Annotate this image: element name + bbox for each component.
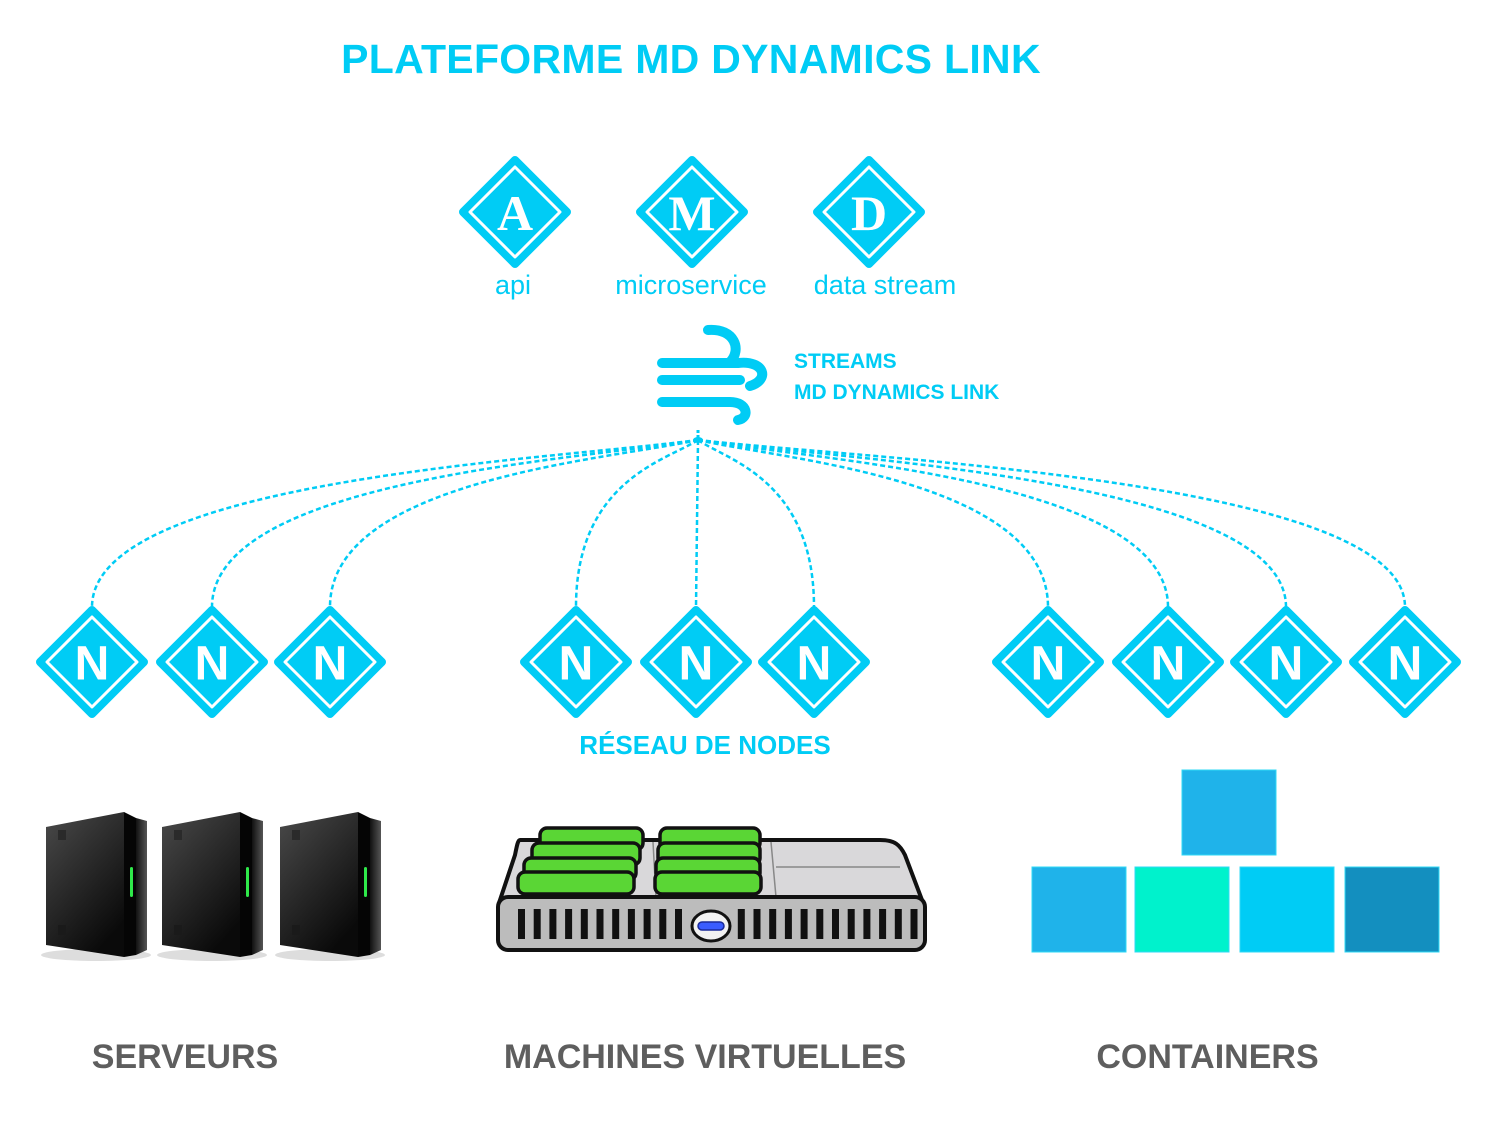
label-machines-virtuelles: MACHINES VIRTUELLES	[503, 1038, 907, 1076]
container-block	[1344, 866, 1440, 953]
container-block	[1031, 866, 1127, 953]
diamond-letter: N	[1388, 637, 1423, 690]
server-tower-icon	[275, 812, 385, 961]
wind-stream-icon	[657, 324, 768, 425]
diamond-d-icon: D	[813, 156, 925, 268]
diamond-m-icon: M	[636, 156, 748, 268]
node-icon-containers: N	[1112, 606, 1224, 718]
node-icon-containers: N	[992, 606, 1104, 718]
container-blocks-icon	[1031, 769, 1440, 953]
node-icon-serveurs: N	[274, 606, 386, 718]
connector-line	[697, 438, 1288, 608]
rack-server-icon	[496, 826, 927, 952]
diamond-letter: A	[497, 185, 533, 241]
connector-line	[328, 438, 699, 608]
diamond-letter: N	[679, 637, 714, 690]
diamond-letter: N	[313, 637, 348, 690]
container-block	[1239, 866, 1335, 953]
node-icon-machines-virtuelles: N	[640, 606, 752, 718]
node-icon-serveurs: N	[156, 606, 268, 718]
vm-disk	[653, 870, 763, 896]
service-label-microservice: microservice	[615, 270, 767, 300]
connector-line	[697, 438, 816, 608]
connector-line	[90, 438, 699, 608]
diamond-letter: M	[668, 185, 715, 241]
diamond-letter: N	[1151, 637, 1186, 690]
diamond-letter: N	[1031, 637, 1066, 690]
node-icon-machines-virtuelles: N	[520, 606, 632, 718]
network-label: RÉSEAU DE NODES	[579, 730, 831, 760]
diamond-a-icon: A	[459, 156, 571, 268]
service-label-data-stream: data stream	[813, 270, 957, 300]
container-block	[1181, 769, 1277, 856]
diamond-letter: N	[559, 637, 594, 690]
node-connectors	[90, 430, 1407, 608]
diamond-letter: N	[195, 637, 230, 690]
node-icon-serveurs: N	[36, 606, 148, 718]
connector-line	[574, 438, 699, 608]
streams-label-line2: MD DYNAMICS LINK	[794, 381, 1000, 404]
vm-disk	[516, 870, 636, 896]
node-icon-machines-virtuelles: N	[758, 606, 870, 718]
connector-line	[210, 438, 699, 608]
service-label-api: api	[494, 270, 532, 300]
diamond-letter: D	[851, 185, 887, 241]
connector-line	[697, 438, 1050, 608]
diamond-letter: N	[1269, 637, 1304, 690]
server-towers	[41, 812, 385, 961]
server-tower-icon	[41, 812, 151, 961]
connector-line	[697, 438, 1407, 608]
page-title: PLATEFORME MD DYNAMICS LINK	[341, 36, 1041, 82]
node-icon-containers: N	[1230, 606, 1342, 718]
label-serveurs: SERVEURS	[91, 1038, 279, 1076]
server-tower-icon	[157, 812, 267, 961]
node-icon-containers: N	[1349, 606, 1461, 718]
container-block	[1134, 866, 1230, 953]
streams-label-line1: STREAMS	[794, 350, 897, 373]
connector-line	[697, 438, 1170, 608]
diamond-letter: N	[797, 637, 832, 690]
hub-point	[693, 437, 703, 443]
label-containers: CONTAINERS	[1096, 1038, 1319, 1076]
connector-line	[694, 439, 700, 608]
diamond-letter: N	[75, 637, 110, 690]
